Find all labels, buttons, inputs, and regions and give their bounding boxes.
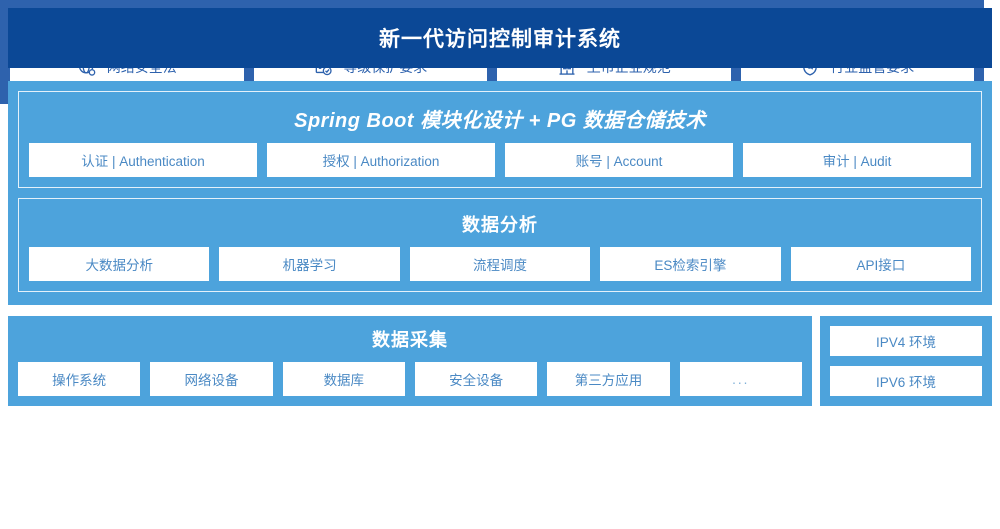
chip-machine-learning[interactable]: 机器学习 (219, 247, 400, 281)
data-analysis-chip-row: 大数据分析 机器学习 流程调度 ES检索引擎 API接口 (29, 247, 972, 281)
platform-band: Spring Boot 模块化设计 + PG 数据仓储技术 认证 | Authe… (8, 81, 992, 305)
chip-database[interactable]: 数据库 (282, 362, 405, 396)
chip-authorization[interactable]: 授权 | Authorization (267, 143, 495, 177)
chip-account[interactable]: 账号 | Account (505, 143, 733, 177)
chip-operating-system[interactable]: 操作系统 (18, 362, 141, 396)
data-collection-band: 数据采集 操作系统 网络设备 数据库 安全设备 第三方应用 ... (8, 316, 812, 406)
chip-api-interface[interactable]: API接口 (790, 247, 972, 281)
spring-boot-panel: Spring Boot 模块化设计 + PG 数据仓储技术 认证 | Authe… (18, 91, 982, 188)
data-analysis-panel: 数据分析 大数据分析 机器学习 流程调度 ES检索引擎 API接口 (18, 198, 982, 292)
chip-security-device[interactable]: 安全设备 (414, 362, 538, 396)
page-title: 新一代访问控制审计系统 (379, 28, 621, 51)
chip-ipv4-environment[interactable]: IPV4 环境 (830, 326, 982, 356)
chip-ipv6-environment[interactable]: IPV6 环境 (830, 366, 982, 396)
data-collection-chip-row: 操作系统 网络设备 数据库 安全设备 第三方应用 ... (18, 362, 802, 396)
chip-third-party-app[interactable]: 第三方应用 (547, 362, 670, 396)
chip-es-search-engine[interactable]: ES检索引擎 (600, 247, 781, 281)
spring-boot-panel-title: Spring Boot 模块化设计 + PG 数据仓储技术 (294, 110, 706, 132)
system-title-bar: 新一代访问控制审计系统 (8, 8, 992, 68)
chip-big-data-analysis[interactable]: 大数据分析 (29, 247, 210, 281)
chip-audit[interactable]: 审计 | Audit (743, 143, 971, 177)
chip-network-device[interactable]: 网络设备 (150, 362, 273, 396)
data-analysis-panel-title: 数据分析 (462, 215, 538, 235)
data-collection-title: 数据采集 (372, 330, 448, 350)
spring-boot-chip-row: 认证 | Authentication 授权 | Authorization 账… (29, 143, 971, 177)
ip-environment-band: IPV4 环境 IPV6 环境 (820, 316, 992, 406)
chip-authentication[interactable]: 认证 | Authentication (29, 143, 257, 177)
chip-more[interactable]: ... (679, 362, 802, 396)
chip-process-scheduling[interactable]: 流程调度 (409, 247, 591, 281)
